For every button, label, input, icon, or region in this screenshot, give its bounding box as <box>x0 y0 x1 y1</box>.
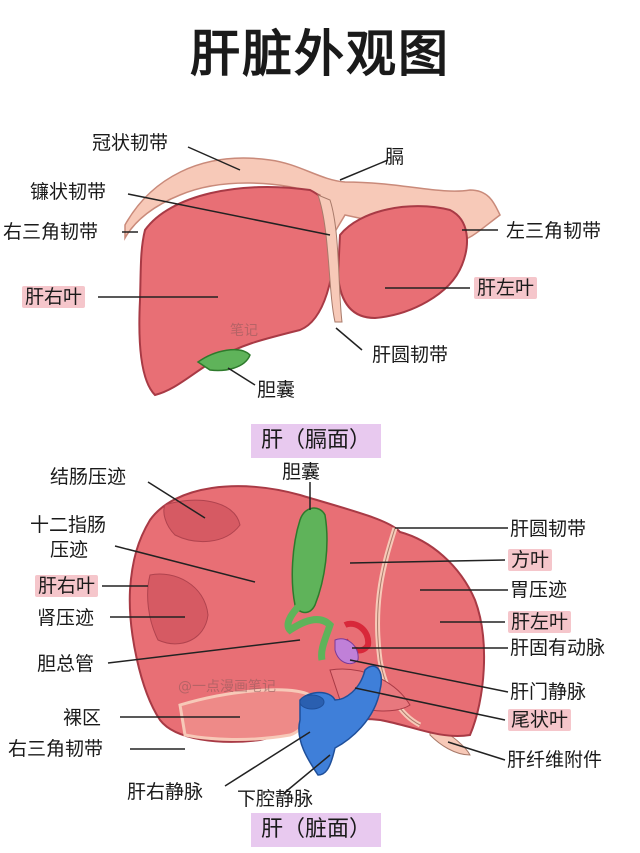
label-common-bile-duct: 胆总管 <box>37 653 95 675</box>
renal-impression-shape <box>147 573 209 645</box>
label-round-ligament-visceral: 肝圆韧带 <box>510 518 587 540</box>
gallbladder-shape <box>196 348 251 372</box>
label-gastric-impression: 胃压迹 <box>510 579 568 601</box>
label-bare-area: 裸区 <box>63 707 102 729</box>
label-fibrous-appendix: 肝纤维附件 <box>507 749 603 771</box>
label-left-triangular-ligament: 左三角韧带 <box>506 220 602 242</box>
gallbladder-visceral-shape <box>291 507 328 614</box>
label-coronary-ligament: 冠状韧带 <box>92 132 169 154</box>
label-diaphragm: 膈 <box>385 146 405 168</box>
label-left-lobe: 肝左叶 <box>474 277 538 299</box>
label-inferior-vena-cava: 下腔静脉 <box>237 788 314 810</box>
label-gallbladder-visceral: 胆囊 <box>282 461 321 483</box>
colic-impression-shape <box>163 499 241 543</box>
visceral-view <box>102 481 509 795</box>
label-right-lobe-visceral: 肝右叶 <box>35 575 99 597</box>
page-title: 肝脏外观图 <box>190 25 450 83</box>
visceral-liver-shape <box>128 485 486 743</box>
label-left-lobe-visceral: 肝左叶 <box>508 611 572 633</box>
ivc-shape <box>298 665 382 776</box>
label-falciform-ligament: 镰状韧带 <box>30 181 107 203</box>
label-quadrate-lobe: 方叶 <box>508 549 553 571</box>
ivc-opening <box>299 694 325 710</box>
label-portal-vein: 肝门静脉 <box>510 681 587 703</box>
label-proper-hepatic-artery: 肝固有动脉 <box>510 637 606 659</box>
caption-visceral: 肝（脏面） <box>251 813 382 847</box>
label-caudate-lobe: 尾状叶 <box>508 709 572 731</box>
bile-duct-shape <box>284 602 335 661</box>
label-duodenal-impression-1: 十二指肠 <box>30 514 107 536</box>
label-right-triangular-ligament-visceral: 右三角韧带 <box>8 738 104 760</box>
caption-diaphragmatic: 肝（膈面） <box>251 424 382 458</box>
label-right-triangular-ligament: 右三角韧带 <box>3 221 99 243</box>
label-round-ligament: 肝圆韧带 <box>372 344 449 366</box>
watermark-top: 笔记 <box>230 323 258 339</box>
label-duodenal-impression-2: 压迹 <box>50 539 89 561</box>
right-lobe-shape <box>138 185 337 397</box>
label-renal-impression: 肾压迹 <box>37 607 95 629</box>
label-colic-impression: 结肠压迹 <box>50 466 127 488</box>
label-right-lobe: 肝右叶 <box>22 286 86 308</box>
falciform-ligament-shape <box>317 194 343 323</box>
diaphragmatic-view <box>98 146 501 397</box>
left-lobe-shape <box>336 205 468 320</box>
label-gallbladder: 胆囊 <box>257 379 296 401</box>
watermark-bottom: @一点漫画笔记 <box>178 679 276 695</box>
portal-vein-shape <box>334 638 359 665</box>
label-right-hepatic-vein: 肝右静脉 <box>127 781 204 803</box>
